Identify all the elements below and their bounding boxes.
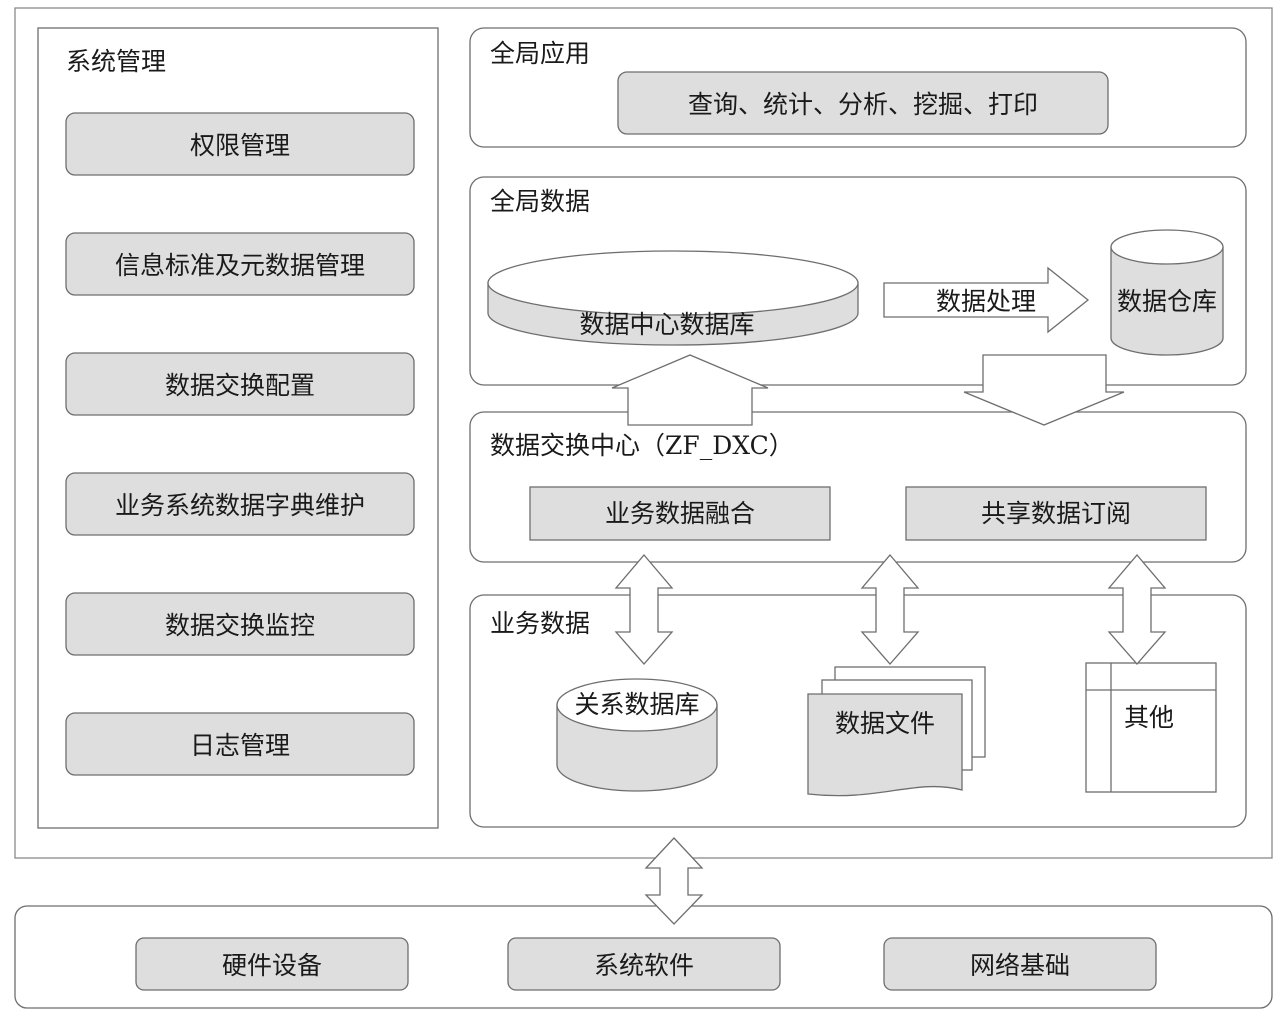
system-management-title: 系统管理 xyxy=(66,47,166,76)
system-management-panel: 系统管理 权限管理 信息标准及元数据管理 数据交换配置 业务系统数据字典维护 数… xyxy=(37,27,439,829)
data-warehouse-label: 数据仓库 xyxy=(1117,287,1217,316)
infrastructure-item-hardware[interactable]: 硬件设备 xyxy=(135,937,409,991)
data-exchange-center-panel: 数据交换中心（ZF_DXC） 业务数据融合 共享数据订阅 xyxy=(469,411,1247,563)
system-item-permission[interactable]: 权限管理 xyxy=(65,112,415,176)
infrastructure-item-software[interactable]: 系统软件 xyxy=(507,937,781,991)
other-storage-icon[interactable]: 其他 xyxy=(1085,662,1217,793)
global-functions-label: 查询、统计、分析、挖掘、打印 xyxy=(688,90,1038,119)
system-item-monitoring[interactable]: 数据交换监控 xyxy=(65,592,415,656)
business-data-fusion-box[interactable]: 业务数据融合 xyxy=(529,486,831,541)
system-item-label: 信息标准及元数据管理 xyxy=(115,251,365,280)
global-application-title: 全局应用 xyxy=(490,39,590,68)
other-label: 其他 xyxy=(1124,703,1174,732)
data-processing-label: 数据处理 xyxy=(936,287,1036,316)
relational-database-label: 关系数据库 xyxy=(574,690,699,719)
system-item-metadata[interactable]: 信息标准及元数据管理 xyxy=(65,232,415,296)
infrastructure-panel: 硬件设备 系统软件 网络基础 xyxy=(14,905,1273,1009)
system-item-label: 日志管理 xyxy=(190,731,290,760)
data-processing-arrow: 数据处理 xyxy=(883,266,1090,334)
shared-data-subscription-box[interactable]: 共享数据订阅 xyxy=(905,486,1207,541)
business-data-panel: 业务数据 关系数据库 数据文件 其他 xyxy=(469,594,1247,828)
platform-infrastructure-double-arrow xyxy=(644,837,704,925)
business-data-title: 业务数据 xyxy=(490,609,590,638)
system-item-label: 权限管理 xyxy=(190,131,290,160)
system-item-dictionary[interactable]: 业务系统数据字典维护 xyxy=(65,472,415,536)
upload-to-data-center-arrow xyxy=(611,354,769,426)
infrastructure-item-label: 系统软件 xyxy=(594,951,694,980)
system-item-exchange-config[interactable]: 数据交换配置 xyxy=(65,352,415,416)
global-functions-box[interactable]: 查询、统计、分析、挖掘、打印 xyxy=(617,71,1109,135)
data-warehouse-cylinder[interactable]: 数据仓库 xyxy=(1110,229,1224,356)
data-center-database-cylinder[interactable]: 数据中心数据库 xyxy=(487,250,859,346)
data-exchange-center-title: 数据交换中心（ZF_DXC） xyxy=(490,431,794,460)
global-data-panel: 全局数据 数据中心数据库 数据处理 数据仓库 xyxy=(469,176,1247,386)
system-item-label: 数据交换监控 xyxy=(165,611,315,640)
data-files-label: 数据文件 xyxy=(835,709,935,738)
system-item-logs[interactable]: 日志管理 xyxy=(65,712,415,776)
infrastructure-item-label: 网络基础 xyxy=(970,951,1070,980)
data-center-database-label: 数据中心数据库 xyxy=(579,310,754,339)
global-data-title: 全局数据 xyxy=(490,187,590,216)
fusion-to-relational-double-arrow xyxy=(614,553,674,665)
relational-database-cylinder[interactable]: 关系数据库 xyxy=(556,678,718,792)
shared-data-subscription-label: 共享数据订阅 xyxy=(981,499,1131,528)
system-item-label: 数据交换配置 xyxy=(165,371,315,400)
infrastructure-item-network[interactable]: 网络基础 xyxy=(883,937,1157,991)
data-files-document-stack[interactable]: 数据文件 xyxy=(807,666,986,797)
infrastructure-item-label: 硬件设备 xyxy=(222,951,322,980)
download-to-exchange-arrow xyxy=(963,354,1125,426)
subscription-to-other-double-arrow xyxy=(1107,553,1167,665)
exchange-to-files-double-arrow xyxy=(860,553,920,665)
global-application-panel: 全局应用 查询、统计、分析、挖掘、打印 xyxy=(469,27,1247,148)
business-data-fusion-label: 业务数据融合 xyxy=(605,499,755,528)
system-item-label: 业务系统数据字典维护 xyxy=(115,491,365,520)
